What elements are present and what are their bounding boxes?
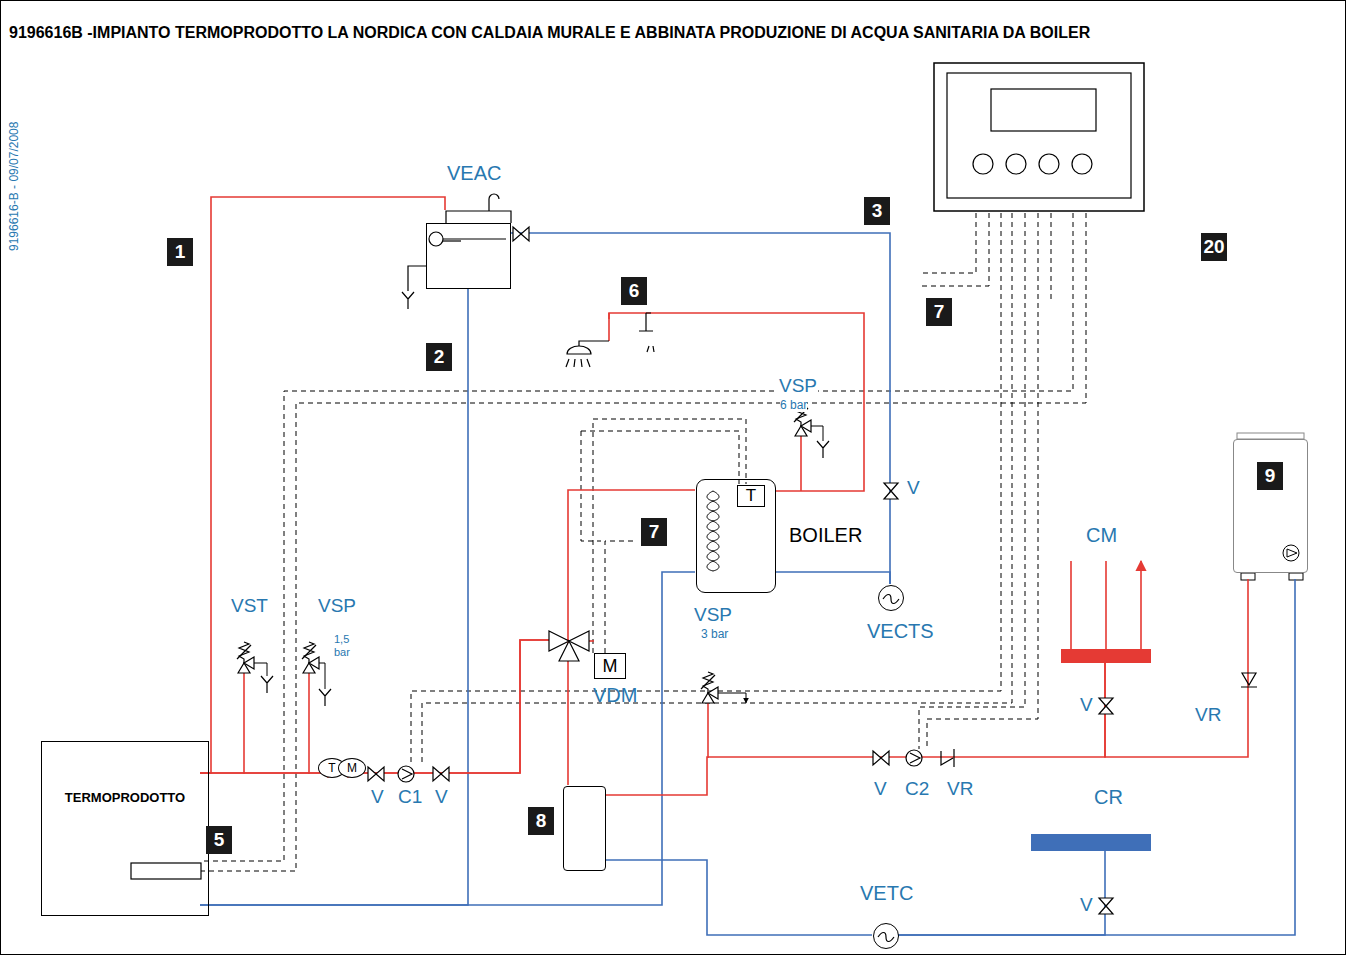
flow-manifold: CM — [1061, 649, 1151, 663]
callout-number: 8 — [528, 807, 554, 835]
expansion-tank: VEAC — [426, 223, 511, 289]
callout-number: 20 — [1201, 233, 1227, 261]
component-label: VDM — [593, 684, 637, 707]
callout-number: 1 — [167, 238, 193, 266]
component-label: M — [339, 759, 365, 777]
component-label: 6 bar — [780, 398, 807, 412]
component-label: VSP — [778, 375, 818, 397]
expansion-vessel: VETC — [873, 923, 899, 949]
pipe — [605, 662, 1105, 795]
component-label: VEAC — [447, 162, 501, 185]
heat-exchanger: 8 — [563, 786, 606, 871]
pipe — [200, 640, 568, 785]
diagram-title: 9196616B -IMPIANTO TERMOPRODOTTO LA NORD… — [9, 23, 1309, 42]
callout-number: 9 — [1257, 462, 1283, 490]
heat-generator: TERMOPRODOTTO — [41, 741, 209, 916]
return-manifold: CR — [1031, 834, 1151, 851]
boiler-tank: BOILERT — [696, 479, 776, 593]
component-label: V — [434, 786, 449, 808]
component-label: VSP — [693, 604, 733, 626]
component-label: V — [873, 778, 888, 800]
component-label: C1 — [397, 786, 423, 808]
callout-number: 3 — [864, 197, 890, 225]
component-label: BOILER — [789, 524, 862, 547]
component-label: VSP — [317, 595, 357, 617]
callout-number: 7 — [926, 298, 952, 326]
manometer: M — [338, 758, 366, 778]
component-label: 3 bar — [701, 627, 728, 641]
pipe — [200, 288, 468, 905]
component-label: VETC — [860, 882, 913, 905]
pipe — [775, 572, 890, 584]
pipe — [200, 197, 445, 773]
callout-number: 5 — [206, 826, 232, 854]
component-label: VR — [1194, 704, 1222, 726]
drawing-code: 9196616-B - 09/07/2008 — [7, 122, 21, 251]
component-label: CR — [1094, 786, 1123, 809]
component-label: VR — [946, 778, 974, 800]
pipe — [200, 572, 695, 905]
component-label: TERMOPRODOTTO — [42, 790, 208, 805]
component-label: C2 — [904, 778, 930, 800]
component-label: 1,5 bar — [334, 633, 358, 659]
component-label: CM — [1086, 524, 1117, 547]
component-label: V — [906, 477, 921, 499]
callout-number: 2 — [426, 343, 452, 371]
component-label: V — [370, 786, 385, 808]
pipe — [898, 579, 1295, 935]
wall-boiler: 9 — [1233, 439, 1308, 573]
pipe — [510, 233, 890, 584]
pipe — [605, 860, 872, 935]
pipe — [1105, 579, 1248, 757]
callout-number: 7 — [641, 518, 667, 546]
component-label: T — [738, 486, 764, 506]
component-label: VECTS — [867, 620, 934, 643]
thermostat-box: T — [737, 485, 765, 507]
component-label: V — [1079, 694, 1094, 716]
component-label: V — [1079, 894, 1094, 916]
component-label: VST — [230, 595, 269, 617]
valve-motor: MVDM — [594, 653, 626, 679]
pipe — [898, 850, 1105, 935]
pipe — [200, 490, 695, 773]
expansion-vessel: VECTS — [878, 585, 904, 611]
callout-number: 6 — [621, 277, 647, 305]
component-label: M — [595, 654, 625, 678]
